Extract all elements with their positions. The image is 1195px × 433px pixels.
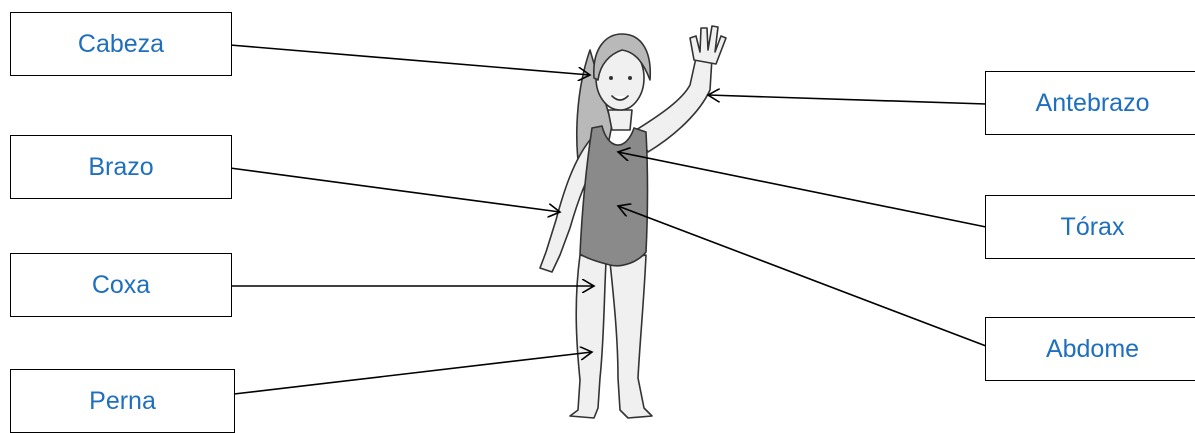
arrow-torax	[618, 152, 986, 227]
label-cabeza: Cabeza	[10, 12, 232, 76]
arrow-cabeza	[230, 45, 590, 75]
label-abdome-text: Abdome	[1046, 335, 1139, 364]
eye-left	[609, 76, 613, 80]
label-torax: Tórax	[985, 195, 1195, 259]
label-antebrazo-text: Antebrazo	[1036, 89, 1150, 118]
label-perna: Perna	[10, 369, 235, 433]
neck	[608, 110, 632, 130]
arrow-brazo	[230, 168, 560, 212]
label-antebrazo: Antebrazo	[985, 71, 1195, 135]
right-leg	[610, 255, 652, 418]
waving-hand	[690, 26, 726, 64]
eye-right	[628, 76, 632, 80]
label-brazo-text: Brazo	[88, 153, 153, 182]
label-brazo: Brazo	[10, 135, 232, 199]
swimsuit	[580, 126, 648, 266]
girl-illustration	[540, 26, 726, 418]
arrow-perna	[234, 352, 592, 394]
label-coxa: Coxa	[10, 253, 232, 317]
left-leg	[570, 255, 606, 418]
label-abdome: Abdome	[985, 317, 1195, 381]
arrow-abdome	[618, 206, 986, 346]
label-perna-text: Perna	[89, 387, 156, 416]
arrow-antebrazo	[708, 95, 986, 104]
label-cabeza-text: Cabeza	[78, 30, 164, 59]
label-coxa-text: Coxa	[92, 271, 150, 300]
label-torax-text: Tórax	[1061, 213, 1125, 242]
